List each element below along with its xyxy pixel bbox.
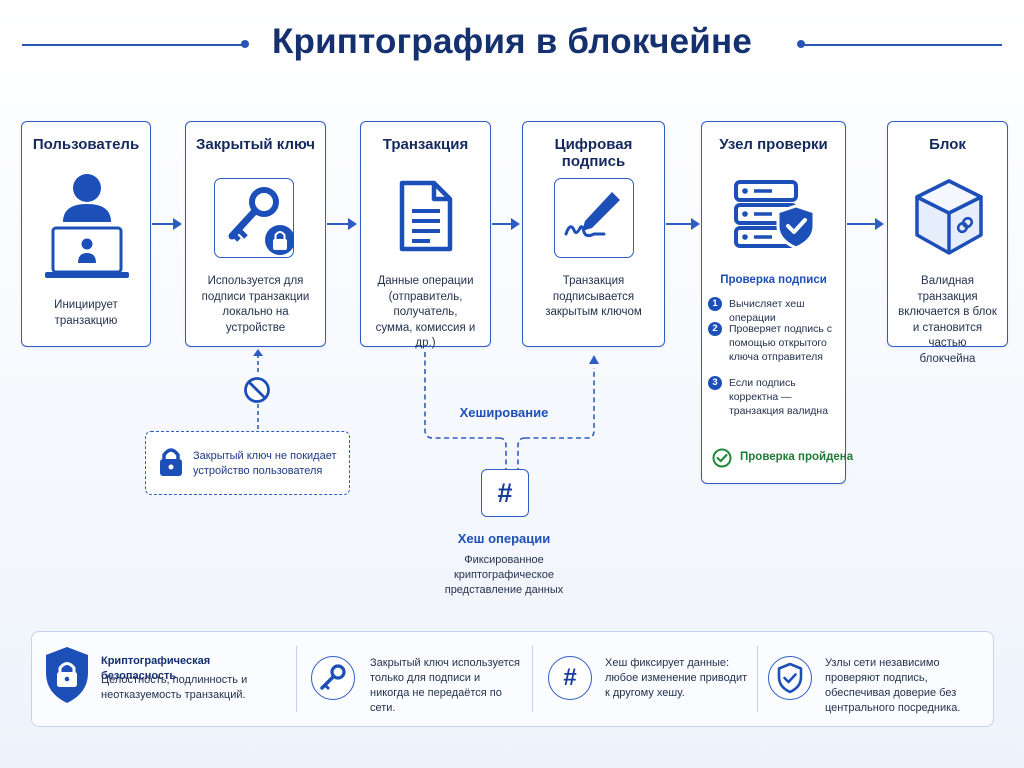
footer-key-icon-circle [311, 656, 355, 700]
flow-arrow [152, 218, 182, 230]
title-dot-right [797, 40, 805, 48]
hash-desc-line: Фиксированное [464, 554, 544, 566]
step-desc-line: локально на устройстве [222, 306, 289, 334]
key-icon [320, 664, 346, 690]
step-desc-line: (отправитель, получатель, [388, 290, 463, 319]
footer-text: Закрытый ключ используется только для по… [370, 657, 520, 714]
shield-check-icon [777, 662, 803, 694]
step-desc-line: подписи транзакции [201, 290, 310, 303]
step-title: Пользователь [32, 136, 140, 153]
step-desc-line: Транзакция подписывается [552, 275, 635, 303]
step-desc-line: Инициирует [54, 299, 118, 311]
footer-divider [757, 646, 758, 712]
server-shield-icon [734, 180, 816, 250]
verification-passed: Проверка пройдена [740, 451, 854, 463]
step-desc-line: транзакцию [54, 314, 118, 327]
footer-hash-icon-circle: # [548, 656, 592, 700]
signature-pen-icon [564, 192, 620, 238]
prohibited-icon [244, 377, 270, 403]
verification-step-number: 1 [708, 297, 722, 311]
hash-desc-line: криптографическое [453, 569, 555, 581]
shield-lock-icon [46, 647, 88, 703]
footer-divider [296, 646, 297, 712]
step-block-card: Блок Валидная транзакция включается в бл… [887, 121, 1008, 365]
step-desc-line: Данные операции [377, 275, 474, 287]
step-title: Блок [929, 136, 966, 153]
verification-step-number: 3 [708, 376, 722, 390]
step-desc-line: блокчейна [919, 352, 976, 365]
footer-shield-icon-circle [768, 656, 812, 700]
step-title: Закрытый ключ [196, 136, 315, 153]
footer-title: Криптографическая безопасность [101, 655, 211, 682]
flow-arrow [327, 218, 357, 230]
step-user-card: Пользователь Инициирует транзакцию [21, 121, 151, 347]
footer-divider [532, 646, 533, 712]
verification-step-text: Проверяет подпись с помощью открытого кл… [729, 323, 833, 363]
title-line-left [22, 44, 242, 46]
verification-step-text: Если подпись корректна — транзакция вали… [729, 377, 829, 417]
private-key-note-box: Закрытый ключ не покидает устройство пол… [145, 431, 350, 495]
cube-link-icon [915, 179, 983, 255]
title-line-right [804, 44, 1002, 46]
step-signature-card: Цифровая подпись Транзакция подписываетс… [522, 121, 665, 347]
flow-arrow [847, 218, 884, 230]
step-private-key-card: Закрытый ключ Используется для подписи т… [185, 121, 326, 347]
step-desc-line: включается в блок [898, 306, 997, 318]
step-desc-line: и становится частью [912, 321, 983, 350]
step-verification-card: Узел проверки [701, 121, 846, 484]
hash-title: Хеш операции [457, 531, 551, 546]
hashing-label: Хеширование [459, 405, 549, 420]
verification-step-text: Вычисляет хеш операции [729, 298, 805, 324]
hash-icon: # [563, 664, 577, 691]
hash-desc-line: представление данных [444, 584, 564, 596]
document-icon [399, 180, 453, 252]
user-laptop-icon [45, 174, 129, 278]
step-desc-line: Валидная транзакция [917, 275, 978, 303]
title-dot-left [241, 40, 249, 48]
check-circle-icon [712, 448, 732, 468]
step-title: Узел проверки [719, 136, 828, 153]
key-lock-icon [228, 187, 294, 255]
verification-heading: Проверка подписи [720, 274, 827, 286]
verification-step-number: 2 [708, 322, 722, 336]
flow-arrow [666, 218, 700, 230]
page-title: Криптография в блокчейне [271, 22, 753, 61]
private-key-connector [253, 349, 263, 432]
step-desc-line: Используется для [207, 275, 304, 287]
footer-text: Узлы сети независимо проверяют подпись, … [825, 657, 961, 714]
step-desc-line: сумма, комиссия и др.) [375, 321, 476, 350]
private-key-note: Закрытый ключ не покидает устройство пол… [193, 450, 337, 477]
signature-icon-box [554, 178, 634, 258]
footer-panel [31, 631, 994, 727]
step-transaction-card: Транзакция Данные операции (отправитель,… [360, 121, 491, 349]
step-title: Транзакция [382, 136, 469, 153]
lock-icon [160, 448, 182, 476]
hash-desc: Фиксированное криптографическое представ… [404, 553, 604, 598]
footer-text: Хеш фиксирует данные: любое изменение пр… [605, 657, 748, 699]
step-desc-line: закрытым ключом [545, 306, 642, 318]
hashing-connector [424, 352, 599, 470]
hash-icon: # [481, 469, 529, 517]
footer-text: Целостность, подлинность и неотказуемост… [101, 674, 248, 701]
flow-arrow [492, 218, 520, 230]
step-title: Цифровая подпись [554, 136, 633, 170]
key-lock-icon-box [214, 178, 294, 258]
